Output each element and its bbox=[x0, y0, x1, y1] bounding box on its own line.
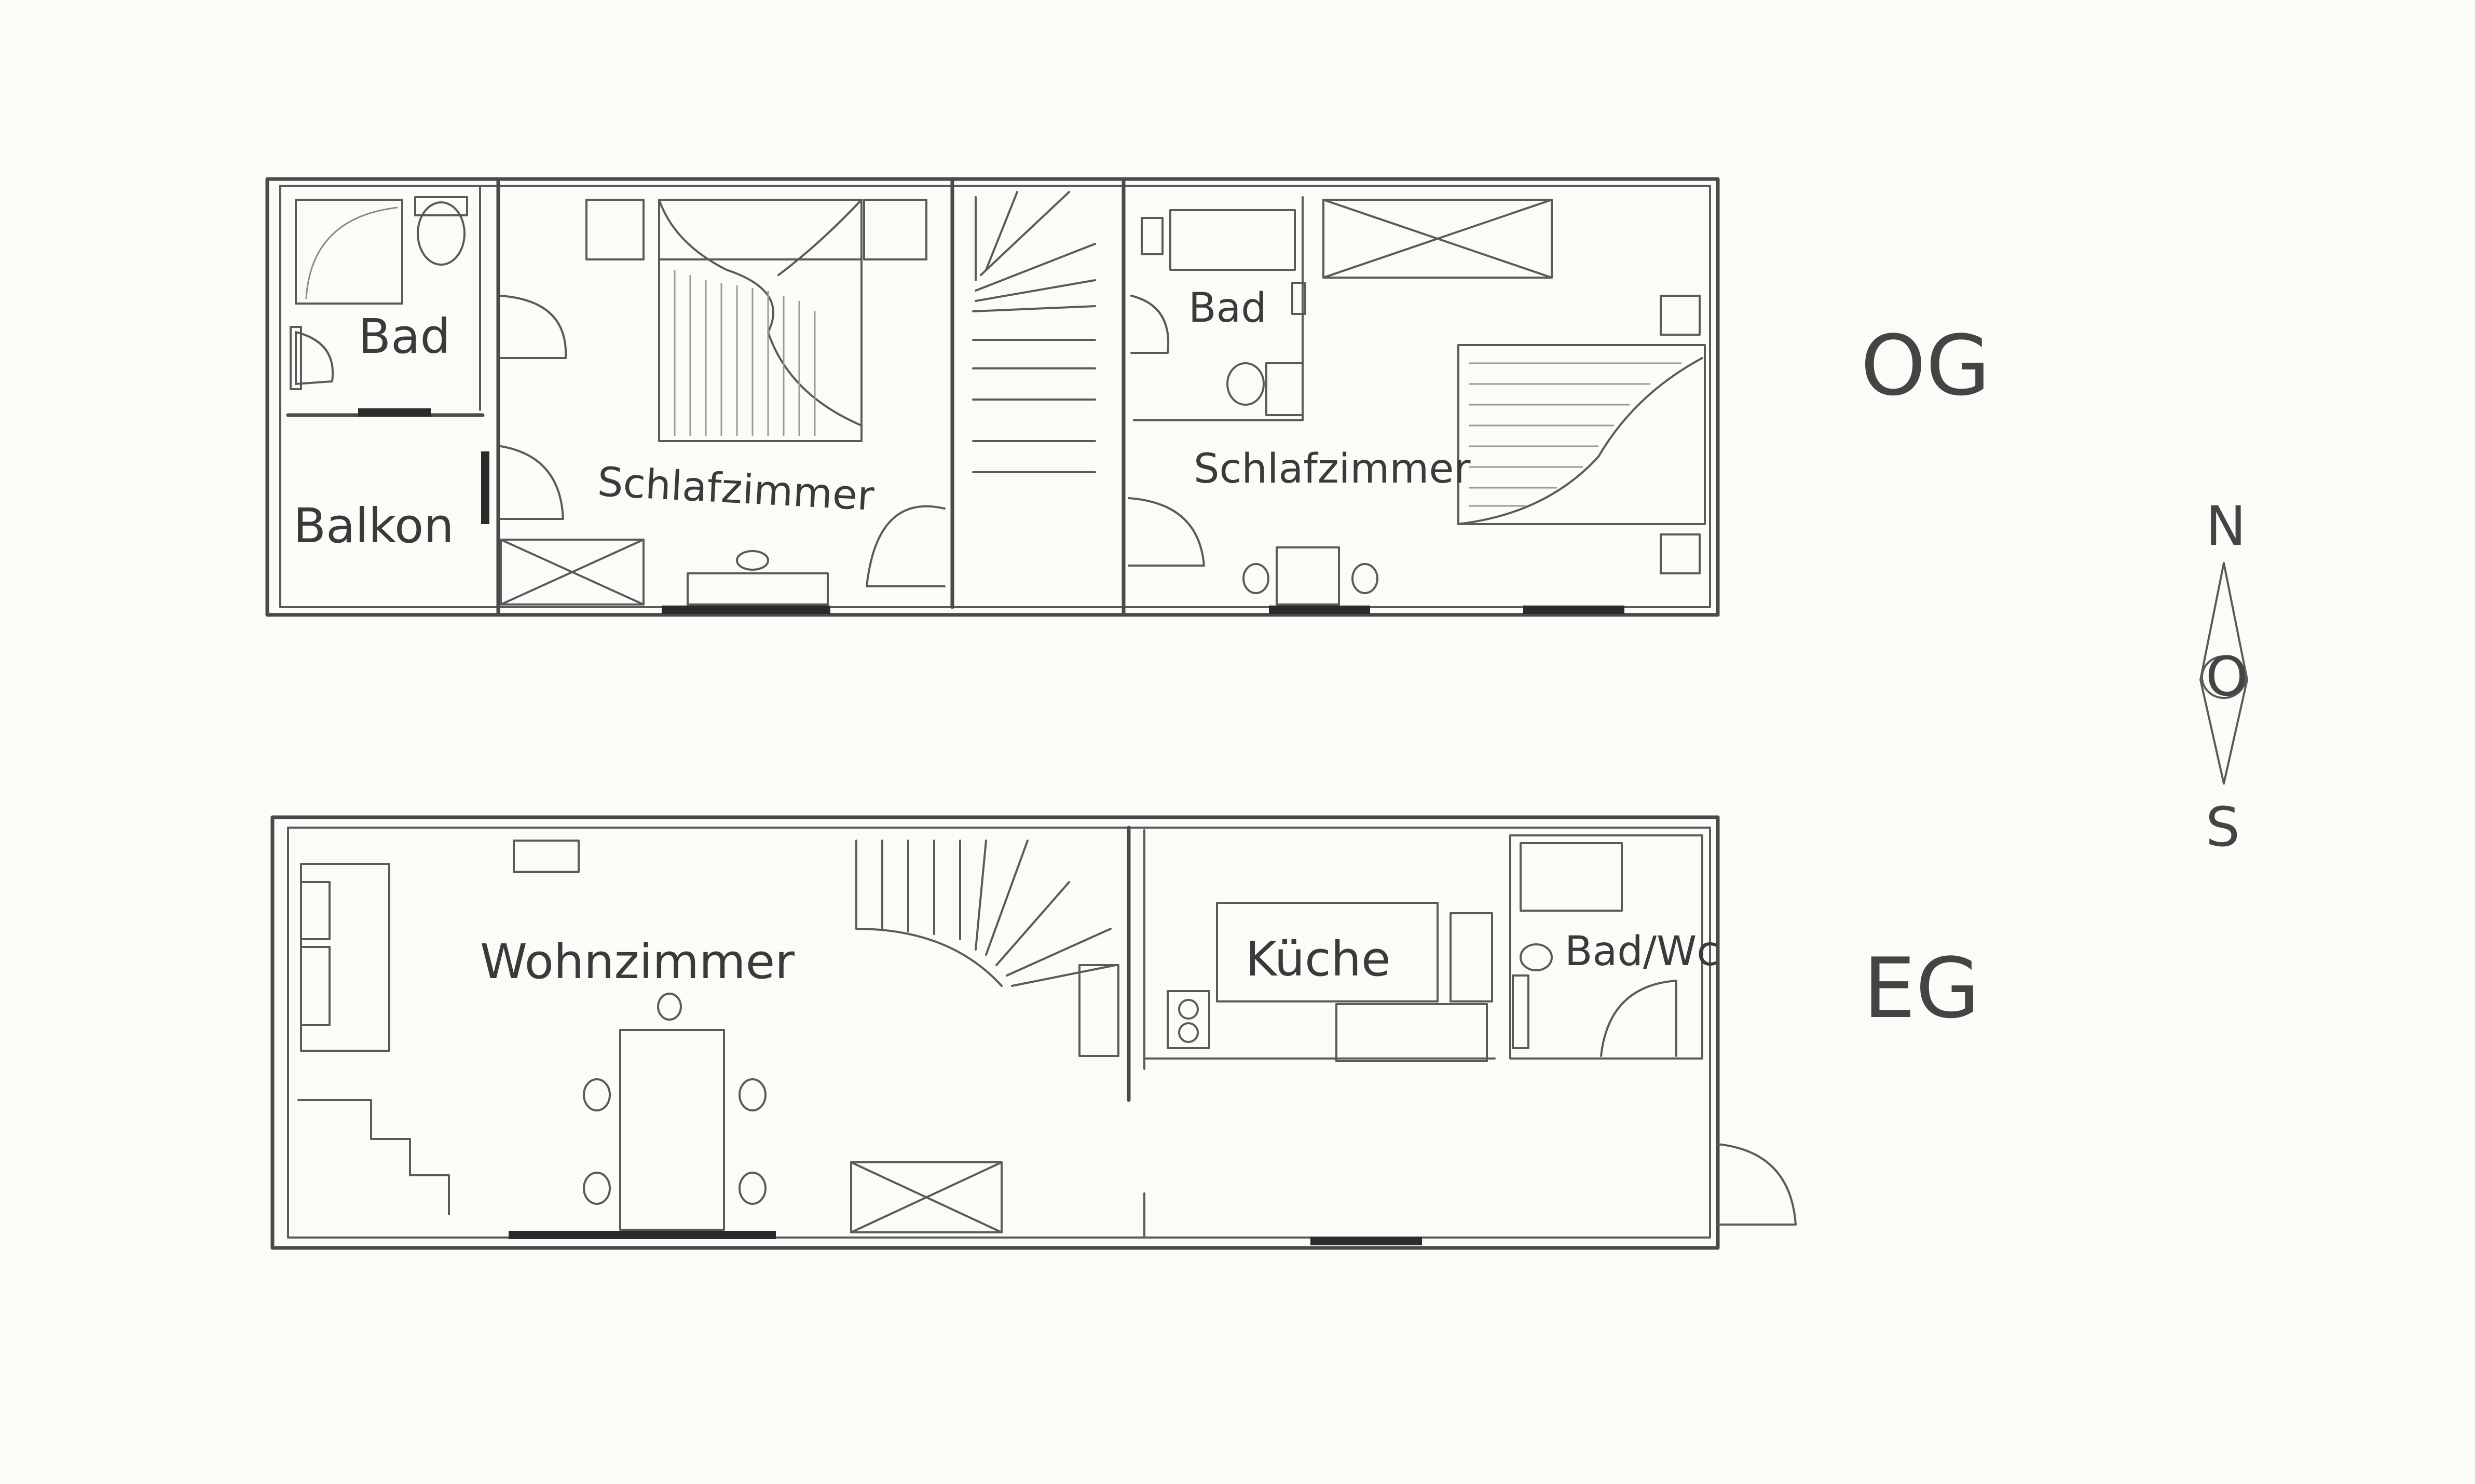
compass-center-label: O bbox=[2206, 645, 2248, 708]
eg-storage-box bbox=[850, 1161, 1003, 1233]
eg-bath-fixtures bbox=[1509, 834, 1703, 1060]
compass-rose: N O S bbox=[2199, 494, 2248, 859]
eg-outer-wall bbox=[270, 815, 1720, 1250]
eg-entrance-door bbox=[1717, 1143, 1797, 1226]
og-schlafzimmer-left-label: Schlafzimmer bbox=[596, 459, 876, 520]
og-wardrobe-right bbox=[1322, 199, 1553, 279]
og-bath-left-fixtures bbox=[290, 196, 468, 390]
compass-needle bbox=[2199, 562, 2248, 785]
og-bad-right-label: Bad bbox=[1188, 285, 1267, 332]
og-balkon-label: Balkon bbox=[293, 498, 454, 554]
eg-staircase bbox=[855, 840, 1117, 987]
eg-kitchen-counter bbox=[1216, 902, 1439, 1002]
og-bedroom-right-fixtures bbox=[1128, 199, 1706, 606]
eg-bad-wc-label: Bad/Wc bbox=[1565, 928, 1719, 975]
og-outer-wall bbox=[265, 177, 1720, 617]
og-floor-plan: Bad Balkon Schlafzimmer Bad Schlafzimmer bbox=[265, 177, 1720, 617]
og-staircase bbox=[972, 191, 1096, 473]
og-schlafzimmer-right-label: Schlafzimmer bbox=[1194, 446, 1471, 492]
eg-kitchen-fixtures bbox=[1167, 902, 1493, 1062]
eg-floor-plan: Wohnzimmer Küche Bad/Wc bbox=[270, 815, 1797, 1250]
eg-sofa bbox=[300, 863, 390, 1052]
og-bad-left-label: Bad bbox=[358, 309, 450, 364]
eg-kueche-label: Küche bbox=[1246, 931, 1391, 987]
og-wardrobe-left bbox=[500, 539, 645, 606]
og-bath-right-fixtures bbox=[1130, 196, 1306, 421]
compass-south-label: S bbox=[2206, 795, 2240, 859]
og-bedroom-left-fixtures bbox=[500, 199, 946, 606]
eg-dining-table bbox=[619, 1029, 725, 1231]
eg-wohnzimmer-label: Wohnzimmer bbox=[480, 934, 795, 990]
eg-floor-label: EG bbox=[1863, 940, 1980, 1037]
eg-living-fixtures bbox=[297, 840, 1119, 1233]
og-floor-label: OG bbox=[1861, 317, 1990, 414]
compass-north-label: N bbox=[2206, 494, 2246, 558]
